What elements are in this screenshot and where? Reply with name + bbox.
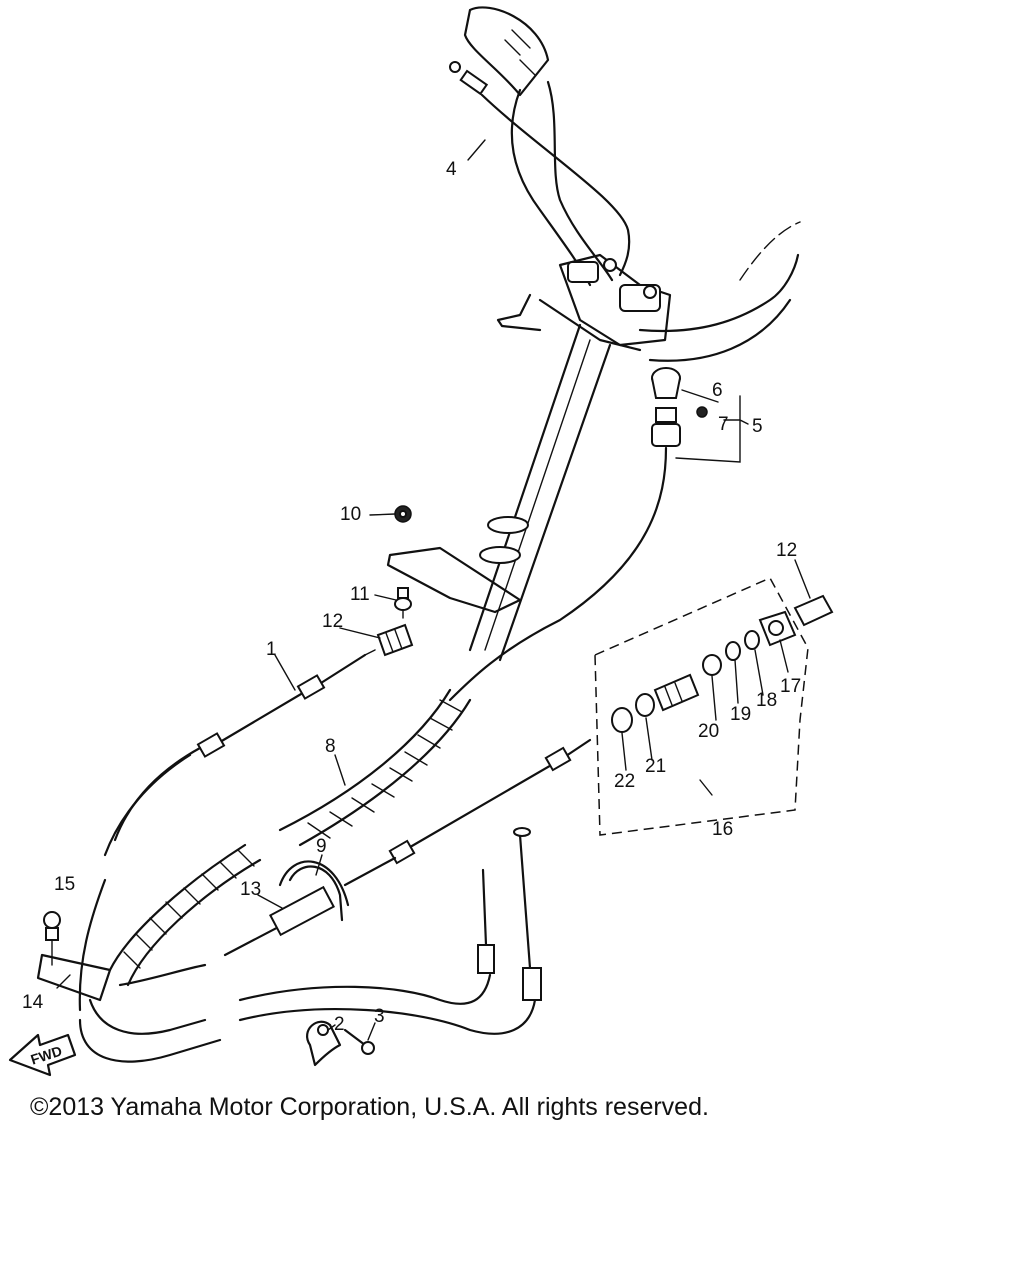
parts-diagram: FWD [8, 6, 834, 1077]
callout-21: 21 [645, 756, 666, 777]
callout-2: 2 [334, 1014, 345, 1035]
cable-assembly-5 [448, 367, 749, 702]
callout-19: 19 [730, 704, 751, 725]
leader-lines [56, 513, 811, 1041]
spiral-wrap-8 [108, 688, 472, 987]
clamp-2 [306, 1020, 375, 1067]
copyright-notice: ©2013 Yamaha Motor Corporation, U.S.A. A… [30, 1093, 709, 1121]
callout-6: 6 [712, 380, 723, 401]
callout-4: 4 [446, 159, 457, 180]
callout-12-right: 12 [776, 540, 797, 561]
callout-9: 9 [316, 836, 327, 857]
callout-10: 10 [340, 504, 361, 525]
fwd-label: FWD [29, 1043, 64, 1068]
callout-15: 15 [54, 874, 75, 895]
callout-17: 17 [780, 676, 801, 697]
callout-7: 7 [718, 414, 729, 435]
small-parts [376, 505, 414, 657]
lower-cables [78, 898, 537, 1063]
callout-18: 18 [756, 690, 777, 711]
throttle-housing [496, 253, 672, 352]
callout-22: 22 [614, 771, 635, 792]
callout-11: 11 [350, 584, 370, 605]
fwd-arrow: FWD [8, 1033, 77, 1077]
steering-column [386, 323, 612, 662]
callout-12-left: 12 [322, 611, 343, 632]
callout-8: 8 [325, 736, 336, 757]
handlebar-tube [510, 80, 801, 362]
callout-16: 16 [712, 819, 733, 840]
bracket-14 [36, 911, 112, 1002]
handlebar-grip [463, 6, 550, 97]
callout-5: 5 [752, 416, 763, 437]
carb-cable-ends [477, 827, 542, 1001]
callout-14: 14 [22, 992, 44, 1013]
kit-16 [594, 577, 834, 836]
callout-1: 1 [266, 639, 277, 660]
callout-3: 3 [374, 1006, 385, 1027]
callout-labels: 1 2 3 4 5 6 7 8 9 10 11 12 12 13 14 15 1… [22, 159, 801, 1035]
callout-13: 13 [240, 879, 261, 900]
cable-13-assembly [268, 738, 592, 937]
callout-20: 20 [698, 721, 719, 742]
cable-4 [449, 61, 631, 277]
cable-1 [78, 649, 376, 1012]
